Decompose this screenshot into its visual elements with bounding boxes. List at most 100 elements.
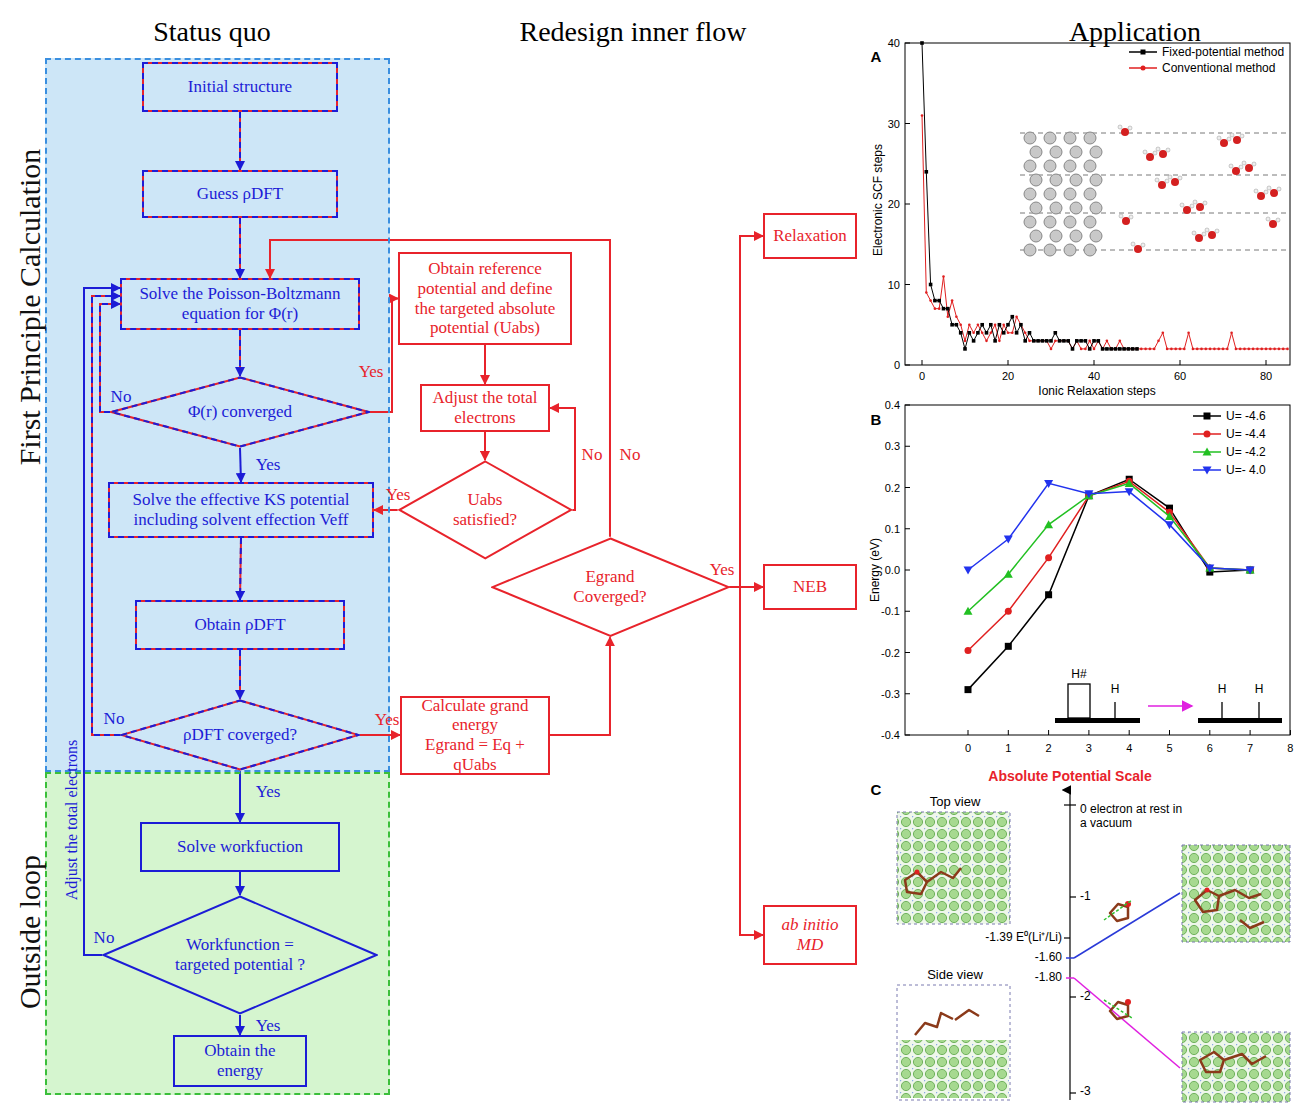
flow-arrow-dash	[239, 330, 241, 376]
data-marker	[1114, 347, 1118, 351]
data-marker	[929, 299, 932, 302]
data-marker	[1058, 339, 1062, 343]
water-hydrogen	[1178, 176, 1182, 180]
water-hydrogen	[1202, 232, 1206, 236]
band-title: First Principle Calculation	[13, 149, 48, 466]
data-marker	[1247, 567, 1254, 574]
water-hydrogen	[1153, 151, 1157, 155]
tick	[1266, 360, 1267, 365]
legend-item: Conventional method	[1128, 61, 1275, 75]
data-marker	[1066, 339, 1070, 343]
decision-diamond: Uabs satisfied?	[398, 460, 573, 560]
water-hydrogen	[1240, 134, 1244, 138]
water-oxygen	[1233, 136, 1241, 144]
data-marker	[1050, 348, 1053, 351]
tick	[1048, 730, 1049, 735]
data-marker	[998, 340, 1001, 343]
data-marker	[933, 299, 937, 303]
water-hydrogen	[1119, 214, 1123, 218]
metal-atom	[1044, 216, 1056, 228]
loop-note: Adjust the total electrons	[63, 740, 81, 900]
metal-atom	[1024, 132, 1036, 144]
metal-atom	[1024, 244, 1036, 256]
edge-label: No	[104, 709, 125, 729]
data-marker	[985, 331, 989, 335]
data-marker	[1109, 347, 1113, 351]
water-oxygen	[1269, 220, 1277, 228]
data-marker	[1097, 340, 1100, 343]
metal-atom	[1044, 188, 1056, 200]
calculation-band: First Principle CalculationInitial struc…	[45, 58, 390, 772]
water-oxygen	[1245, 164, 1253, 172]
data-marker	[1002, 331, 1006, 335]
data-marker	[965, 686, 972, 693]
legend-text: U=- 4.0	[1226, 463, 1266, 477]
data-marker	[964, 340, 967, 343]
data-marker	[1235, 348, 1238, 351]
data-marker	[965, 647, 972, 654]
data-marker	[1020, 323, 1023, 326]
tick	[905, 652, 910, 653]
tick	[1250, 730, 1251, 735]
data-line	[922, 43, 1137, 349]
panel-letter: B	[871, 411, 882, 428]
flow-arrow	[239, 1015, 241, 1035]
chart-text: 5	[1166, 742, 1172, 755]
data-marker	[1005, 643, 1012, 650]
water-hydrogen	[1254, 189, 1258, 193]
node-text: Egrand Coverged?	[555, 567, 665, 606]
chart-text: 0 electron at rest in a vacuum	[1080, 803, 1192, 831]
panel-letter: A	[871, 48, 882, 65]
data-marker	[1062, 339, 1066, 343]
data-marker	[1084, 348, 1087, 351]
decision-diamond: Φ(r) converged	[110, 376, 370, 448]
data-marker	[1015, 315, 1018, 318]
data-marker	[993, 339, 997, 343]
tick	[905, 570, 910, 571]
data-marker	[1041, 339, 1045, 343]
node-text: Egrand = Eq + qUabs	[408, 735, 542, 774]
water-hydrogen	[1205, 228, 1209, 232]
node-text: Workfunction = targeted potential ?	[165, 935, 315, 974]
data-marker	[1084, 339, 1088, 343]
chart-text: H#	[1071, 668, 1086, 682]
data-marker	[1162, 332, 1165, 335]
data-marker	[1265, 348, 1268, 351]
data-marker	[1045, 591, 1052, 598]
water-hydrogen	[1267, 186, 1271, 190]
flow-arrow-dash	[239, 112, 241, 170]
edge-label: Yes	[386, 485, 411, 505]
edge-label: No	[620, 445, 641, 465]
data-marker	[920, 41, 924, 45]
water-hydrogen	[1193, 200, 1197, 204]
data-marker	[980, 323, 984, 327]
diamond-border	[112, 378, 369, 447]
diamond-border	[492, 538, 728, 635]
chart-text: 0.0	[885, 564, 900, 577]
diamond-border	[104, 897, 377, 1014]
data-marker	[1005, 608, 1012, 615]
data-marker	[1269, 348, 1272, 351]
data-marker	[964, 607, 973, 615]
data-marker	[1023, 339, 1027, 343]
water-oxygen	[1159, 150, 1167, 158]
data-marker	[1054, 331, 1058, 335]
process-box: Obtain reference potential and define th…	[398, 252, 572, 345]
data-marker	[934, 307, 937, 310]
tick	[905, 204, 910, 205]
node-text: Solve the effective KS potential includi…	[116, 490, 366, 529]
chart-text: 0.3	[885, 440, 900, 453]
data-marker	[1286, 348, 1289, 351]
data-marker	[972, 339, 976, 343]
decision-diamond: Workfunction = targeted potential ?	[102, 895, 378, 1015]
metal-atom	[1030, 146, 1042, 158]
flow-arrow	[729, 587, 763, 935]
metal-atom	[1024, 216, 1036, 228]
data-marker	[1105, 347, 1109, 351]
data-marker	[1122, 347, 1126, 351]
flow-arrow-dash	[92, 296, 120, 735]
process-box: Adjust the total electrons	[420, 384, 550, 432]
flow-arrow	[239, 872, 241, 895]
data-marker	[1058, 340, 1061, 343]
data-marker	[1203, 448, 1212, 456]
